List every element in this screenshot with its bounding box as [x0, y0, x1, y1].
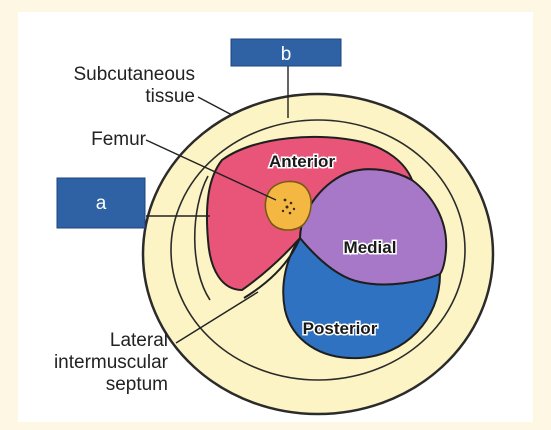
leader-subcutaneous	[198, 97, 232, 115]
label-medial: Medial	[344, 238, 397, 257]
label-posterior: Posterior	[303, 319, 378, 338]
label-femur: Femur	[91, 129, 147, 150]
label-subcutaneous-1: Subcutaneous	[74, 64, 196, 85]
label-septum-1: Lateral	[110, 330, 168, 351]
label-anterior: Anterior	[269, 152, 336, 171]
label-septum-2: intermuscular	[54, 352, 169, 373]
label-subcutaneous-2: tissue	[145, 86, 195, 107]
femur-bone	[265, 181, 311, 230]
label-septum-3: septum	[106, 374, 168, 395]
answer-box-b-label: b	[281, 44, 292, 65]
answer-box-a-label: a	[96, 193, 107, 214]
